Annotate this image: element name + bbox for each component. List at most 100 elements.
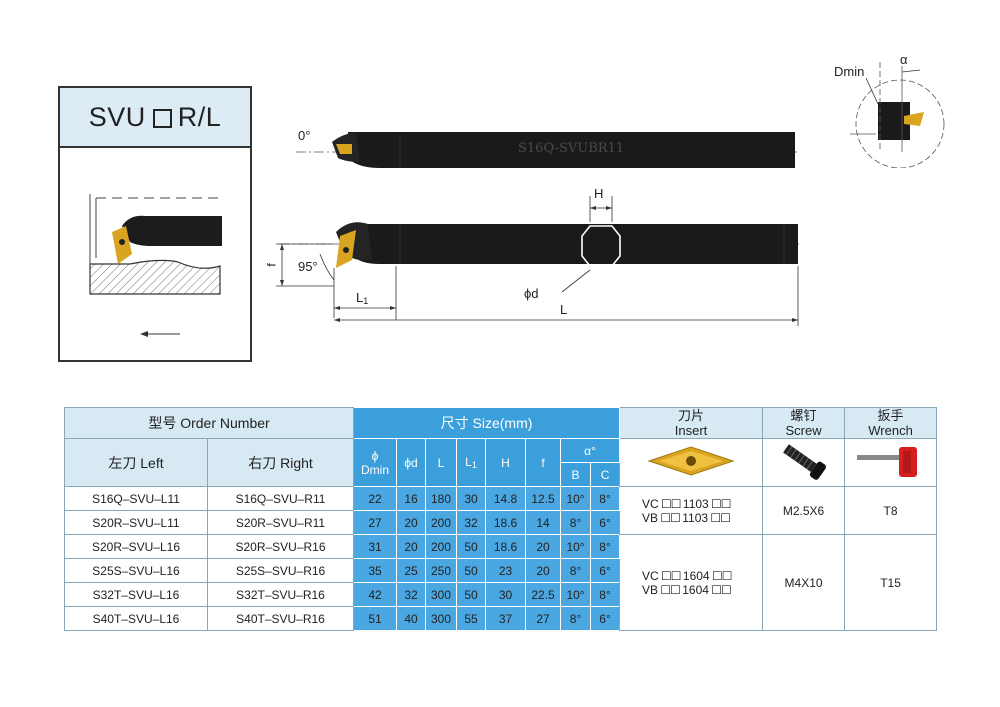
left-order-cell: S20R–SVU–L16	[64, 534, 208, 559]
title-suffix: R/L	[177, 101, 222, 132]
table-row: S20R–SVU–L16 S20R–SVU–R16 31 20 200 50 1…	[64, 534, 938, 631]
dmin-cell: 51	[353, 606, 398, 631]
f-cell: 20	[525, 558, 562, 583]
f-header: f	[525, 438, 562, 487]
d-cell: 20	[396, 510, 427, 535]
angle-side-label: 95°	[298, 259, 318, 274]
b-cell: 8°	[560, 606, 592, 631]
d-cell: 32	[396, 582, 427, 607]
f-cell: 20	[525, 534, 562, 559]
insert-code-cell: VC ☐☐ 1604 ☐☐ VB ☐☐ 1604 ☐☐	[619, 534, 764, 631]
f-dimension-label: f	[264, 263, 279, 267]
b-cell: 10°	[560, 486, 592, 511]
angle-top-label: 0°	[298, 128, 311, 143]
alpha-header: α°	[560, 438, 621, 463]
b-header: B	[560, 462, 592, 487]
boring-application-illustration	[89, 194, 222, 337]
b-cell: 10°	[560, 534, 592, 559]
dmin-cell: 27	[353, 510, 398, 535]
right-order-cell: S25S–SVU–R16	[206, 558, 355, 583]
c-cell: 8°	[590, 582, 621, 607]
f-cell: 22.5	[525, 582, 562, 607]
l1-cell: 55	[456, 606, 487, 631]
table-row: S16Q–SVU–L11 S16Q–SVU–R11 22 16 180 30 1…	[64, 486, 938, 535]
wrench-code-cell: T15	[844, 534, 938, 631]
left-order-cell: S20R–SVU–L11	[64, 510, 208, 535]
h-header: H	[485, 438, 527, 487]
d-cell: 20	[396, 534, 427, 559]
h-cell: 18.6	[485, 534, 527, 559]
c-cell: 6°	[590, 606, 621, 631]
l-cell: 180	[425, 486, 458, 511]
l1-header: L1	[456, 438, 487, 487]
wrench-code-cell: T8	[844, 486, 938, 535]
l1-cell: 30	[456, 486, 487, 511]
screw-image-cell	[762, 438, 846, 487]
left-order-cell: S16Q–SVU–L11	[64, 486, 208, 511]
f-cell: 12.5	[525, 486, 562, 511]
b-cell: 10°	[560, 582, 592, 607]
h-cell: 37	[485, 606, 527, 631]
phid-label: ϕd	[524, 286, 539, 301]
l1-cell: 50	[456, 558, 487, 583]
l-cell: 250	[425, 558, 458, 583]
right-order-cell: S16Q–SVU–R11	[206, 486, 355, 511]
c-cell: 8°	[590, 486, 621, 511]
table-row: S25S–SVU–L16 S25S–SVU–R16 35 25 250 50 2…	[64, 558, 937, 583]
square-placeholder-icon	[152, 108, 172, 128]
right-order-cell: S20R–SVU–R11	[206, 510, 355, 535]
screw-code-cell: M4X10	[762, 534, 846, 631]
table-header-row-3: B C	[65, 462, 937, 487]
right-hand-header: 右刀 Right	[206, 438, 355, 487]
d-cell: 16	[396, 486, 427, 511]
c-cell: 6°	[590, 510, 621, 535]
tool-type-box: SVU R/L	[58, 86, 252, 362]
order-number-header: 型号 Order Number	[63, 407, 355, 439]
tool-dimension-drawing: S16Q-SVUBR11	[276, 132, 800, 326]
table-row: S32T–SVU–L16 S32T–SVU–R16 42 32 300 50 3…	[64, 582, 937, 607]
l-cell: 200	[425, 534, 458, 559]
left-hand-header: 左刀 Left	[64, 438, 208, 487]
dmin-cell: 31	[353, 534, 398, 559]
dmin-cell: 22	[353, 486, 398, 511]
h-dimension-label: H	[594, 186, 604, 201]
wrench-icon	[856, 447, 917, 477]
l-cell: 300	[425, 606, 458, 631]
screw-code-cell: M2.5X6	[762, 486, 846, 535]
l1-cell: 32	[456, 510, 487, 535]
right-order-cell: S32T–SVU–R16	[206, 582, 355, 607]
c-cell: 6°	[590, 558, 621, 583]
left-order-cell: S40T–SVU–L16	[64, 606, 208, 631]
bar-marking-text: S16Q-SVUBR11	[518, 141, 624, 156]
l1-dimension-label: L1	[356, 290, 369, 306]
phid-header: ϕd	[396, 438, 427, 487]
dmin-detail-illustration	[850, 62, 945, 168]
h-cell: 18.6	[485, 510, 527, 535]
screw-icon	[782, 444, 826, 480]
l-cell: 200	[425, 510, 458, 535]
insert-code-cell: VC ☐☐ 1103 ☐☐ VB ☐☐ 1103 ☐☐	[619, 486, 764, 535]
h-cell: 14.8	[485, 486, 527, 511]
b-cell: 8°	[560, 558, 592, 583]
f-cell: 27	[525, 606, 562, 631]
right-order-cell: S40T–SVU–R16	[206, 606, 355, 631]
d-cell: 40	[396, 606, 427, 631]
wrench-image-cell	[844, 438, 938, 487]
alpha-label: α	[900, 52, 908, 67]
d-cell: 25	[396, 558, 427, 583]
dmin-cell: 35	[353, 558, 398, 583]
tool-type-title: SVU R/L	[60, 88, 250, 148]
dmin-cell: 42	[353, 582, 398, 607]
size-header: 尺寸 Size(mm)	[353, 407, 621, 439]
title-prefix: SVU	[88, 101, 146, 132]
dmin-label: Dmin	[834, 64, 865, 79]
c-cell: 8°	[590, 534, 621, 559]
insert-image-cell	[619, 438, 764, 487]
c-header: C	[590, 462, 621, 487]
